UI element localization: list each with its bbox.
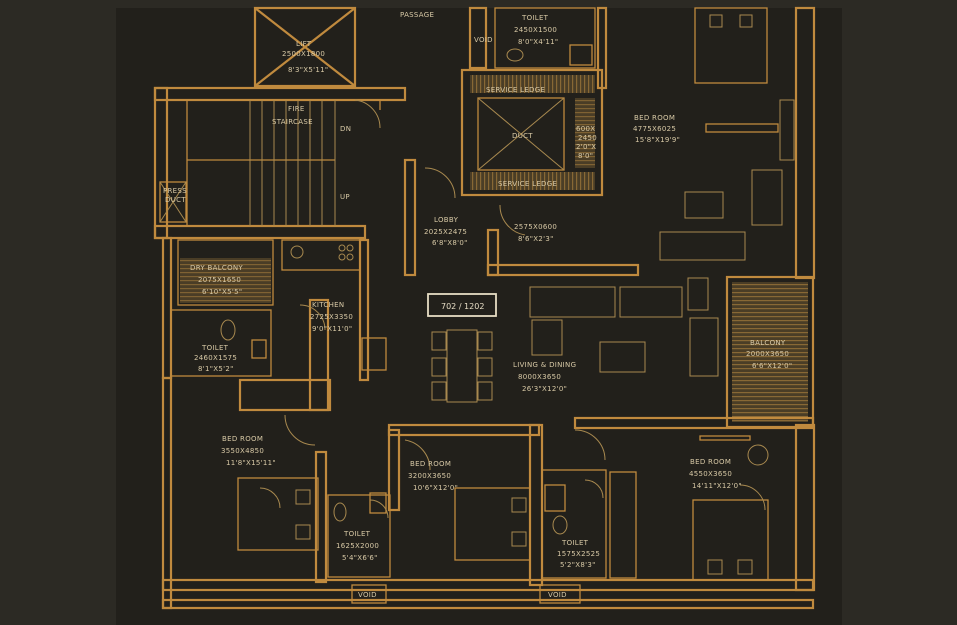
lobby-label: LOBBY: [434, 216, 459, 224]
walls: [153, 6, 816, 610]
toilet-bm-label: TOILET: [561, 539, 589, 547]
void-top-label: VOID: [474, 36, 493, 44]
bed-mid-label: BED ROOM: [410, 460, 451, 468]
toilet-top-ft: 8'0"X4'11": [518, 38, 558, 46]
toilet-bm-ft: 5'2"X8'3": [560, 561, 596, 569]
toilet-left-dim: 2460X1575: [194, 354, 237, 362]
kitchen-dim: 2725X3350: [310, 313, 353, 321]
kitchen-label: KITCHEN: [312, 301, 344, 309]
press-duct-label: DUCT: [165, 196, 186, 204]
living-dim: 8000X3650: [518, 373, 561, 381]
bed-mid-ft: 10'6"X12'0": [413, 484, 458, 492]
service-ledge-top-label: SERVICE LEDGE: [486, 86, 545, 94]
dry-balcony-label: DRY BALCONY: [190, 264, 243, 272]
fire-label: FIRE: [288, 105, 305, 113]
unit-number-box: [427, 293, 497, 317]
ledge-dim-3: 2'0"X: [576, 143, 596, 151]
bed-mid-dim: 3200X3650: [408, 472, 451, 480]
ledge-dim-4: 8'0": [578, 152, 593, 160]
kitchen-ft: 9'0"X11'0": [312, 325, 352, 333]
ledge-dim-2: 2450: [578, 134, 597, 142]
passage2-dim: 2575X0600: [514, 223, 557, 231]
bed-top-ft: 15'8"X19'9": [635, 136, 680, 144]
dry-balcony-ft: 6'10"X5'5": [202, 288, 242, 296]
toilet-bm-dim: 1575X2525: [557, 550, 600, 558]
lift-dim: 2500X1800: [282, 50, 325, 58]
living-label: LIVING & DINING: [513, 361, 576, 369]
toilet-bl-ft: 5'4"X6'6": [342, 554, 378, 562]
balcony-ft: 6'6"X12'0": [752, 362, 792, 370]
door-swings: [259, 99, 766, 519]
passage2-ft: 8'6"X2'3": [518, 235, 554, 243]
balcony-label: BALCONY: [750, 339, 786, 347]
bed-right-ft: 14'11"X12'0": [692, 482, 742, 490]
bed-top-dim: 4775X6025: [633, 125, 676, 133]
toilet-left-ft: 8'1"X5'2": [198, 365, 234, 373]
lobby-ft: 6'8"X8'0": [432, 239, 468, 247]
ledge-dim-1: 600X: [576, 125, 595, 133]
staircase-label: STAIRCASE: [272, 118, 313, 126]
toilet-bl-dim: 1625X2000: [336, 542, 379, 550]
void-bottom-left: VOID: [358, 591, 377, 599]
bed-left-label: BED ROOM: [222, 435, 263, 443]
dry-balcony-dim: 2075X1650: [198, 276, 241, 284]
void-bottom-right: VOID: [548, 591, 567, 599]
lift-ft: 8'3"X5'11": [288, 66, 328, 74]
bed-left-dim: 3550X4850: [221, 447, 264, 455]
bed-top-label: BED ROOM: [634, 114, 675, 122]
bed-right-label: BED ROOM: [690, 458, 731, 466]
passage-label: PASSAGE: [400, 11, 434, 19]
lobby-dim: 2025X2475: [424, 228, 467, 236]
press-label: PRESS: [163, 187, 187, 195]
toilet-bl-label: TOILET: [343, 530, 371, 538]
living-ft: 26'3"X12'0": [522, 385, 567, 393]
unit-number: 702 / 1202: [441, 302, 484, 311]
toilet-top-dim: 2450X1500: [514, 26, 557, 34]
room-labels: PASSAGE LIFT 2500X1800 8'3"X5'11" VOID T…: [163, 11, 792, 599]
toilet-top-label: TOILET: [521, 14, 549, 22]
service-ledge-bottom-label: SERVICE LEDGE: [498, 180, 557, 188]
dn-label: DN: [340, 125, 351, 133]
bed-right-dim: 4550X3650: [689, 470, 732, 478]
bed-left-ft: 11'8"X15'11": [226, 459, 276, 467]
balcony-dim: 2000X3650: [746, 350, 789, 358]
duct-label: DUCT: [512, 132, 533, 140]
lift-label: LIFT: [296, 40, 312, 48]
up-label: UP: [340, 193, 350, 201]
toilet-left-label: TOILET: [201, 344, 229, 352]
